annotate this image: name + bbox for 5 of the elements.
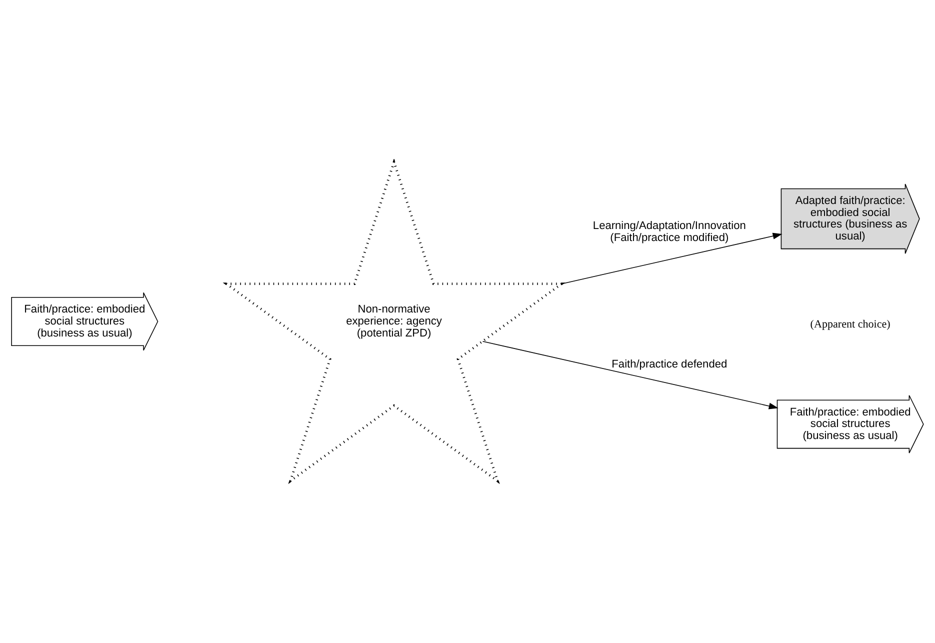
arrow bbox=[482, 340, 778, 410]
edge-label: Faith/practice defended bbox=[612, 358, 728, 370]
arrow bbox=[561, 232, 782, 284]
label: (Apparent choice) bbox=[810, 318, 890, 331]
edge-label: Learning/Adaptation/Innovation (Faith/practice modified) bbox=[592, 220, 746, 244]
